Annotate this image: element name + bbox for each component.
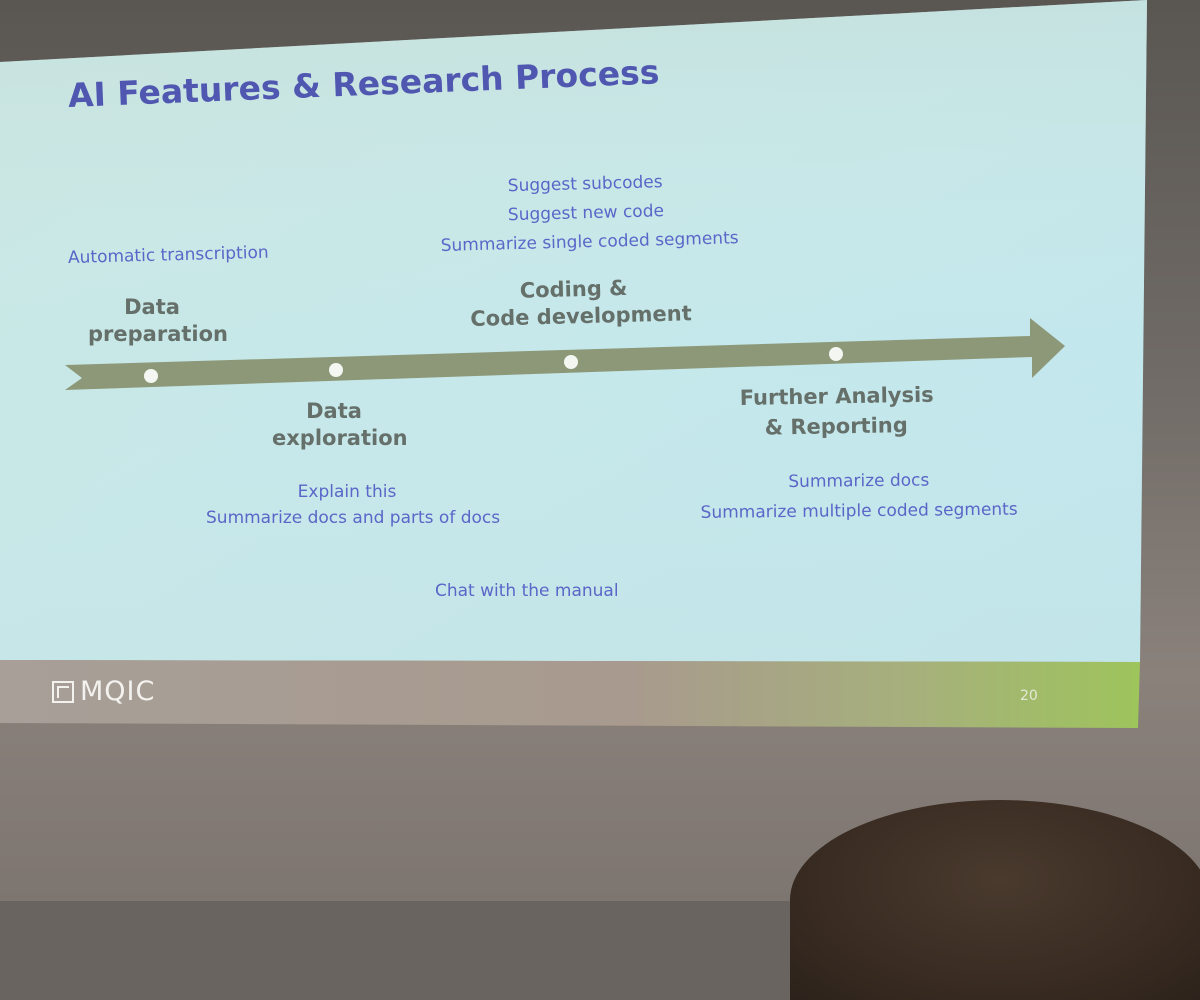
slide-shading bbox=[0, 0, 1147, 662]
mqic-logo-icon bbox=[52, 680, 74, 703]
projected-slide: AI Features & Research Process Automatic… bbox=[0, 0, 1147, 728]
stage-label-line: Code development bbox=[470, 301, 692, 331]
slide-canvas bbox=[0, 0, 1147, 728]
stage-data-exploration: Data exploration bbox=[272, 398, 408, 452]
feature-list-coding: Suggest subcodes Suggest new code Summar… bbox=[439, 166, 738, 261]
logo-text: MQIC bbox=[80, 676, 156, 707]
stage-label-line: preparation bbox=[88, 322, 228, 346]
stage-marker-4 bbox=[829, 347, 843, 361]
stage-coding: Coding & Code development bbox=[469, 274, 692, 333]
feature-chat-with-manual: Chat with the manual bbox=[435, 581, 619, 601]
feature-summarize-docs: Summarize docs bbox=[788, 470, 930, 492]
timeline-arrow bbox=[65, 318, 1065, 390]
stage-marker-1 bbox=[144, 369, 158, 383]
feature-list-exploration: Explain this Summarize docs and parts of… bbox=[206, 479, 501, 531]
stage-label-line: Further Analysis bbox=[739, 382, 934, 411]
stage-label-line: exploration bbox=[272, 426, 408, 450]
stage-label-line: Data bbox=[306, 399, 362, 423]
stage-marker-3 bbox=[564, 355, 578, 369]
mqic-logo: MQIC bbox=[52, 676, 155, 707]
feature-summarize-multiple-coded-segments: Summarize multiple coded segments bbox=[700, 499, 1018, 523]
stage-marker-2 bbox=[329, 363, 343, 377]
slide-footer-band bbox=[0, 660, 1140, 728]
feature-list-analysis: Summarize docs Summarize multiple coded … bbox=[690, 464, 1029, 528]
audience-head bbox=[790, 800, 1200, 1000]
stage-label-line: & Reporting bbox=[764, 413, 908, 440]
feature-summarize-docs-and-parts: Summarize docs and parts of docs bbox=[206, 508, 501, 528]
feature-explain-this: Explain this bbox=[297, 482, 397, 502]
slide-page-number: 20 bbox=[1020, 688, 1038, 704]
stage-data-preparation: Data preparation bbox=[88, 294, 228, 348]
stage-further-analysis: Further Analysis & Reporting bbox=[739, 380, 934, 443]
stage-label-line: Data bbox=[124, 295, 180, 319]
